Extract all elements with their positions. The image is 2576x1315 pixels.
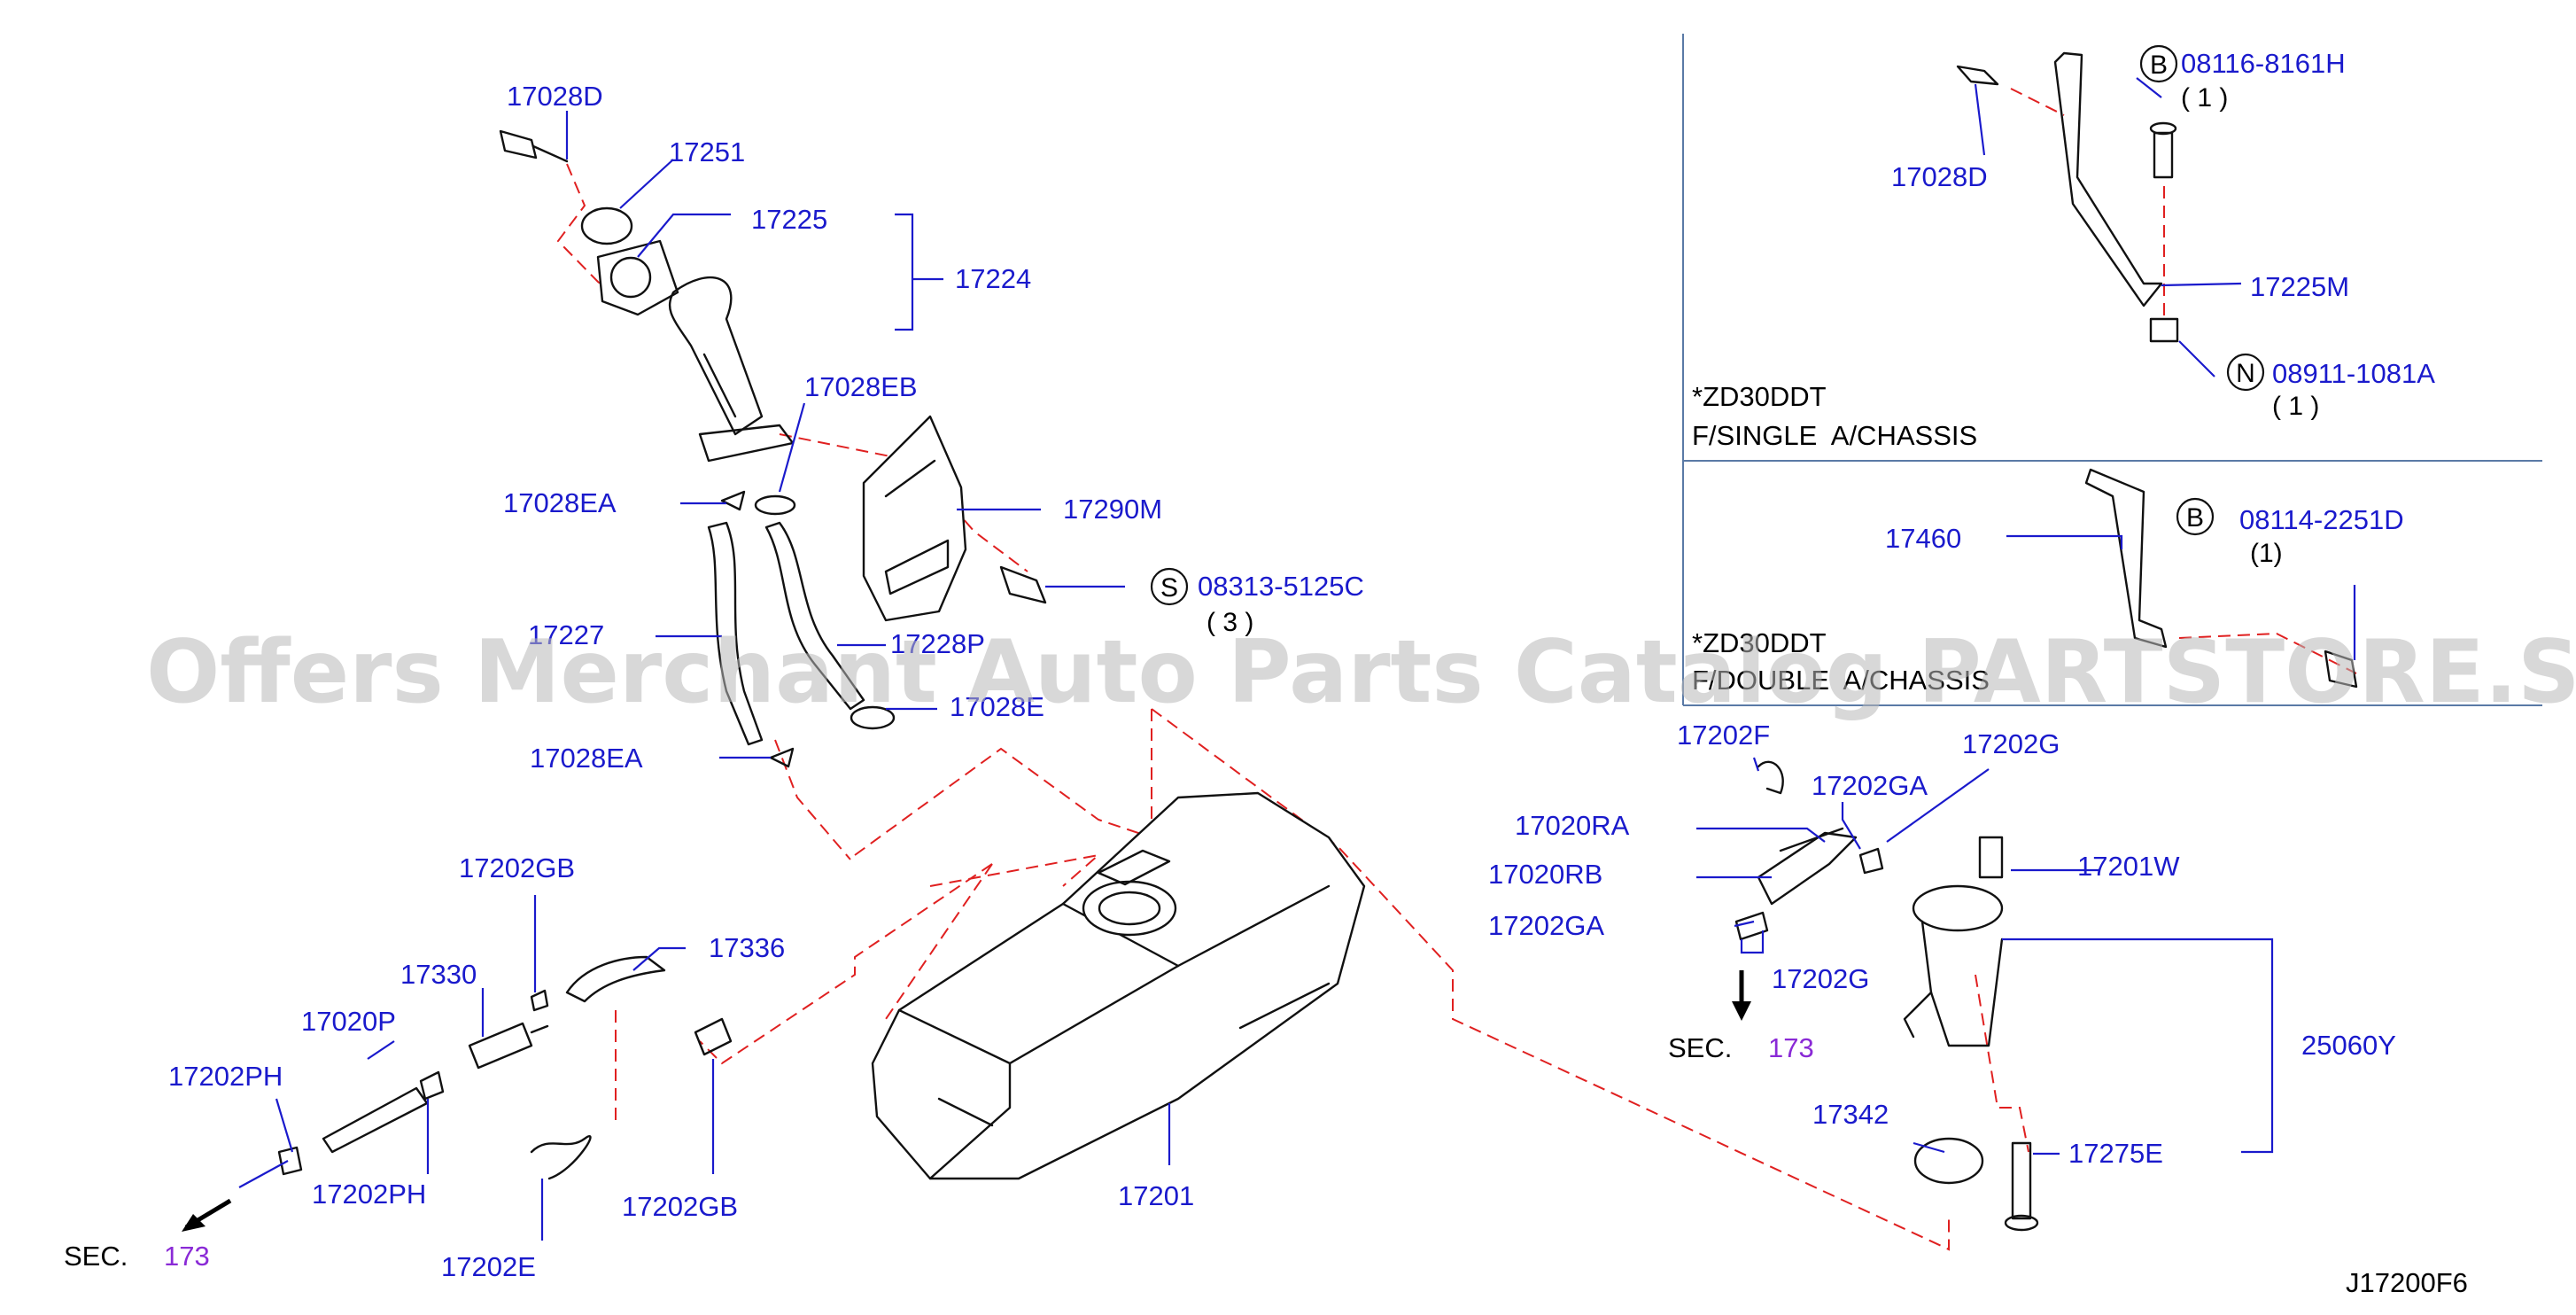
label-17251: 17251 xyxy=(669,136,745,167)
label-17028EA-lower: 17028EA xyxy=(530,743,643,774)
label-08911-qty: ( 1 ) xyxy=(2272,392,2319,421)
label-17201: 17201 xyxy=(1118,1180,1194,1211)
label-08116-qty: ( 1 ) xyxy=(2181,83,2228,113)
vent-hose-parts xyxy=(277,955,733,1180)
label-17028EA: 17028EA xyxy=(503,487,617,518)
label-08114-qty: (1) xyxy=(2250,539,2283,568)
label-17020RA: 17020RA xyxy=(1515,810,1630,841)
label-17275E: 17275E xyxy=(2068,1138,2163,1169)
label-17202GA: 17202GA xyxy=(1812,770,1928,801)
label-08313-5125C: 08313-5125C xyxy=(1198,571,1364,602)
sender-unit-parts xyxy=(1734,760,2039,1232)
circle-b2-letter: B xyxy=(2186,503,2204,533)
label-08116-8161H: 08116-8161H xyxy=(2181,48,2346,79)
note-single-desc: F/SINGLE A/CHASSIS xyxy=(1692,420,1977,451)
label-17227: 17227 xyxy=(528,619,604,650)
label-08313-qty: ( 3 ) xyxy=(1207,608,1253,637)
label-17201W: 17201W xyxy=(2077,851,2180,882)
label-17460: 17460 xyxy=(1885,523,1961,554)
label-17202GB: 17202GB xyxy=(459,852,575,883)
section-references: SEC. 173 SEC. 173 xyxy=(64,970,1814,1272)
label-17202E: 17202E xyxy=(441,1251,536,1282)
label-17228P: 17228P xyxy=(890,628,985,659)
inset-bracket-parts xyxy=(1956,51,2358,689)
label-17020RB: 17020RB xyxy=(1488,859,1602,890)
label-08114-2251D: 08114-2251D xyxy=(2239,504,2404,535)
section-ref-right: SEC. xyxy=(1668,1032,1732,1063)
label-17202G: 17202G xyxy=(1962,728,2060,759)
section-num-right: 173 xyxy=(1768,1032,1814,1063)
label-17202GB-lower: 17202GB xyxy=(622,1191,738,1222)
arrow-down-icon xyxy=(1732,1001,1751,1021)
label-17202GA-lower: 17202GA xyxy=(1488,910,1604,941)
note-single-model: *ZD30DDT xyxy=(1692,381,1827,412)
label-17330: 17330 xyxy=(400,959,477,990)
label-25060Y: 25060Y xyxy=(2301,1030,2396,1061)
inset-panel-lines xyxy=(1682,34,2542,706)
label-17290M: 17290M xyxy=(1063,494,1162,525)
label-17224: 17224 xyxy=(955,263,1031,294)
label-17225: 17225 xyxy=(751,204,827,235)
fuel-tank-17201 xyxy=(871,791,1366,1180)
label-17202F: 17202F xyxy=(1677,720,1770,751)
note-double-model: *ZD30DDT xyxy=(1692,627,1827,658)
label-17202PH: 17202PH xyxy=(168,1061,283,1092)
arrow-icon xyxy=(182,1214,206,1232)
label-17202G-lower: 17202G xyxy=(1772,963,1869,994)
label-17342: 17342 xyxy=(1812,1099,1889,1130)
label-17202PH-lower: 17202PH xyxy=(312,1179,426,1210)
section-num-left: 173 xyxy=(164,1241,210,1272)
label-17028D-inset: 17028D xyxy=(1891,161,1988,192)
label-17028D: 17028D xyxy=(507,81,603,112)
label-17225M: 17225M xyxy=(2250,271,2349,302)
label-17020P: 17020P xyxy=(301,1006,396,1037)
fastener-type-markers: S B N B xyxy=(1150,44,2265,606)
inset-notes: *ZD30DDT F/SINGLE A/CHASSIS *ZD30DDT F/D… xyxy=(1692,381,1990,696)
label-08911-1081A: 08911-1081A xyxy=(2272,358,2435,389)
circle-s-letter: S xyxy=(1160,573,1178,603)
filler-neck-assembly xyxy=(499,129,1047,768)
circle-b-letter: B xyxy=(2150,51,2168,80)
diagram-code: J17200F6 xyxy=(2346,1267,2468,1298)
label-17028EB: 17028EB xyxy=(804,371,918,402)
label-17028E: 17028E xyxy=(950,691,1044,722)
part-labels: 17028D 17251 17225 17224 17028EB 17028EA… xyxy=(168,48,2435,1282)
circle-n-letter: N xyxy=(2236,359,2255,388)
label-17336: 17336 xyxy=(709,932,785,963)
leader-lines xyxy=(238,77,2356,1241)
note-double-desc: F/DOUBLE A/CHASSIS xyxy=(1692,665,1990,696)
section-ref-left: SEC. xyxy=(64,1241,128,1272)
watermark-text: Offers Merchant Auto Parts Catalog PARTS… xyxy=(146,622,2576,723)
